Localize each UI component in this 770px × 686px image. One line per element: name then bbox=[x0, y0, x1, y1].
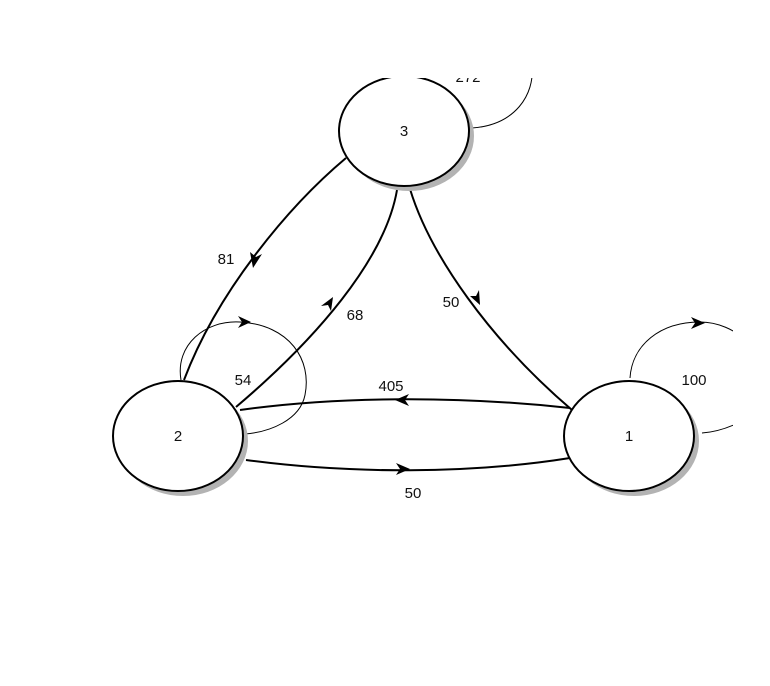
loop-node-2-label: 54 bbox=[235, 372, 252, 389]
node-1-label: 1 bbox=[625, 428, 633, 445]
loop-node-1-label: 100 bbox=[681, 372, 706, 389]
edge-2-to-3-label: 68 bbox=[347, 307, 364, 324]
node-3[interactable] bbox=[338, 76, 470, 187]
loop-node-1-arrowhead bbox=[691, 317, 705, 329]
edge-2-to-1-label: 50 bbox=[405, 485, 422, 502]
edge-2-to-1-line bbox=[245, 457, 571, 472]
edge-2-to-3-line bbox=[235, 189, 398, 408]
edge-1-to-2-label: 405 bbox=[378, 378, 403, 395]
node-3-label: 3 bbox=[400, 123, 408, 140]
node-1[interactable] bbox=[563, 380, 695, 492]
edge-2-to-3-arrowhead bbox=[321, 297, 333, 311]
edge-3-to-1-arrowhead bbox=[470, 290, 480, 305]
node-2[interactable] bbox=[112, 380, 244, 492]
edge-3-to-1-line bbox=[409, 188, 573, 411]
node-2-label: 2 bbox=[174, 428, 182, 445]
edge-3-to-1-label: 50 bbox=[443, 294, 460, 311]
loop-node-2-line bbox=[179, 321, 307, 435]
edge-3-to-2-label: 81 bbox=[218, 251, 235, 268]
edge-3-to-2-line bbox=[183, 157, 347, 381]
edge-3-to-2-arrowhead bbox=[250, 252, 262, 268]
loop-node-3-line bbox=[471, 78, 533, 129]
loop-node-2-arrowhead bbox=[238, 316, 251, 328]
loop-node-3-label: 272 bbox=[455, 69, 480, 86]
edge-1-to-2-arrowhead bbox=[395, 394, 409, 406]
edge-2-to-1-arrowhead bbox=[396, 463, 410, 475]
